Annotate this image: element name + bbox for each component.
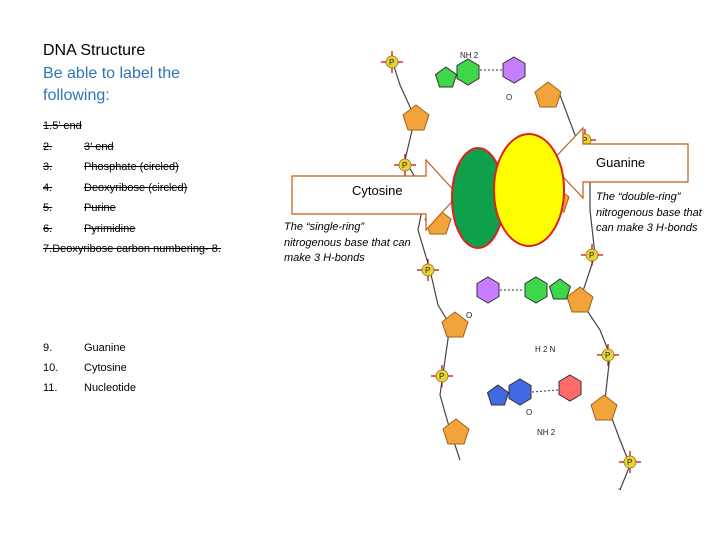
guanine-arrow [549, 126, 689, 200]
guanine-label: Guanine [596, 155, 646, 170]
cytosine-arrow [291, 158, 459, 232]
atom-label: O [506, 93, 512, 102]
label-list: 9.Guanine 10.Cytosine 11.Nucleotide [43, 338, 136, 398]
cytosine-note: The “single-ring” nitrogenous base that … [284, 221, 411, 264]
list-item: 2.3’ end [43, 140, 114, 153]
atom-label: H 2 N [535, 345, 556, 354]
page-subtitle: Be able to label the following: [43, 65, 180, 104]
list-item: 6.Pyrimidine [43, 222, 136, 235]
atom-label: P [439, 372, 444, 381]
list-item: 9.Guanine [43, 342, 126, 354]
cytosine-label: Cytosine [352, 183, 403, 198]
list-item: 7.Deoxyribose carbon numbering- 8. [43, 243, 221, 255]
base-pair-4 [487, 374, 582, 406]
base-pair-1 [435, 56, 526, 88]
atom-label: P [582, 136, 587, 145]
atom-label: P [425, 266, 430, 275]
atom-label: P [389, 58, 394, 67]
list-item: 10.Cytosine [43, 362, 127, 374]
list-item: 5.Purine [43, 202, 116, 214]
atom-label: NH 2 [460, 51, 479, 60]
list-item: 1.5’ end [43, 120, 82, 132]
list-item: 11.Nucleotide [43, 382, 136, 394]
struck-list: 1.5’ end 2.3’ end 3.Phosphate (circled) … [43, 116, 221, 260]
guanine-note: The “double-ring” nitrogenous base that … [596, 191, 702, 234]
list-item: 3.Phosphate (circled) [43, 161, 179, 173]
base-pair-3 [476, 276, 571, 304]
atom-label: P [627, 458, 632, 467]
atom-label: O [466, 311, 472, 320]
atom-label: NH 2 [537, 428, 556, 437]
list-item: 4.Deoxyribose (circled) [43, 181, 188, 194]
atom-labels: P P P P P P P P NH 2 H 2 N NH 2 O O O - … [389, 51, 632, 495]
atom-label: O [526, 408, 532, 417]
atom-label: P [402, 161, 407, 170]
atom-label: P [605, 351, 610, 360]
atom-label: P [589, 251, 594, 260]
page-title: DNA Structure [43, 42, 146, 59]
atom-label: - [618, 484, 621, 495]
guanine-oval [493, 133, 565, 247]
